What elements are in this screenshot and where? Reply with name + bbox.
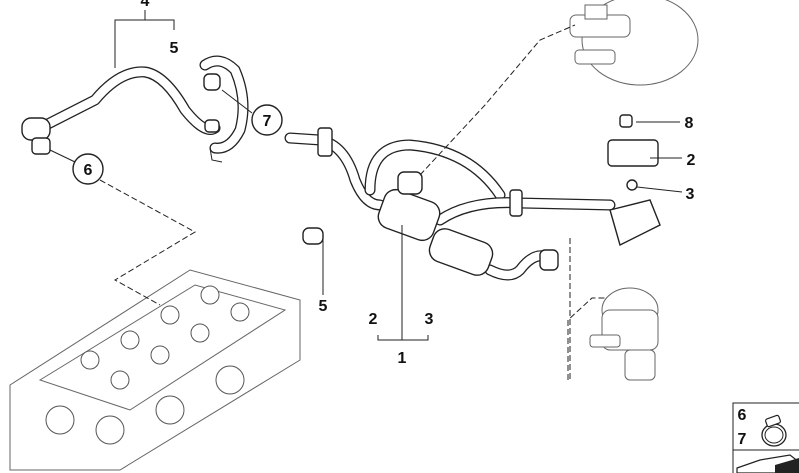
callout-3-lower: 3 xyxy=(425,311,434,328)
leader-lines xyxy=(49,10,683,380)
brake-booster xyxy=(569,0,699,86)
callout-5-top: 5 xyxy=(170,40,179,57)
callout-4: 4 xyxy=(141,0,150,10)
shim-icon xyxy=(736,454,799,473)
callout-circle-7 xyxy=(251,104,283,136)
callout-circle-6 xyxy=(72,153,104,185)
callout-1: 1 xyxy=(398,350,407,367)
cylinder-head xyxy=(9,269,301,471)
legend-item-6: 6 xyxy=(738,407,747,424)
callout-3-right: 3 xyxy=(686,186,695,203)
callout-5-lower: 5 xyxy=(319,298,328,315)
legend-box: 6 7 xyxy=(732,402,799,473)
callout-8: 8 xyxy=(685,115,694,132)
secondary-air-pump xyxy=(589,287,659,381)
legend-item-7: 7 xyxy=(738,431,747,448)
hose-clamp-icon xyxy=(761,414,787,447)
callout-2-right: 2 xyxy=(687,152,696,169)
pipe-assembly-4 xyxy=(21,55,249,163)
callout-2-lower: 2 xyxy=(369,311,378,328)
callout-6: 6 xyxy=(84,162,93,179)
hose-assembly-1 xyxy=(284,127,661,281)
hose-clip xyxy=(302,227,324,245)
pressure-converter xyxy=(607,114,659,191)
callout-7: 7 xyxy=(263,113,272,130)
